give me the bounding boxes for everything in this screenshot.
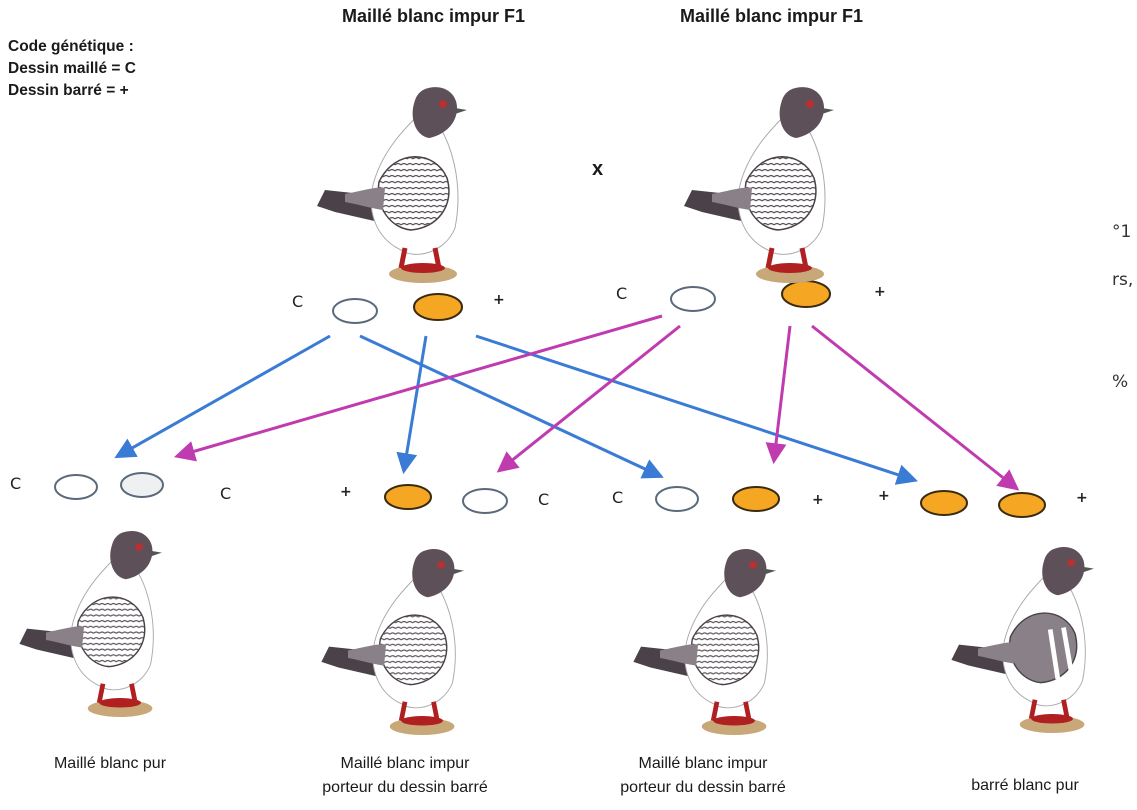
arrows [114,314,1020,491]
parent-gametes [332,280,831,324]
right-parent-pigeon [684,87,834,283]
right-parent-title: Maillé blanc impur F1 [680,6,864,26]
arrow-pink-1 [173,314,663,462]
arrow-pink-4 [811,324,1020,491]
arrow-blue-4 [475,334,918,485]
offspring-1-pigeon [19,531,162,717]
o3-gamete-1 [655,486,699,512]
o2-gamete-2 [462,488,508,514]
offspring-1-caption-line1: Maillé blanc pur [53,755,167,772]
o4-gamete-2 [998,492,1046,518]
right-parent-allele-bar: + [874,284,886,300]
offspring-2-caption-line2: porteur du dessin barré [322,779,488,796]
arrow-blue-3 [359,334,664,479]
o2-gamete-1 [384,484,432,510]
arrow-blue-2 [396,335,428,475]
left-parent-allele-c: C [292,292,304,311]
o4-gamete-1 [920,490,968,516]
cross-symbol: x [592,158,604,180]
offspring-3-caption-line1: Maillé blanc impur [638,755,768,772]
o1-gamete-1 [54,474,98,500]
offspring-1-caption: Maillé blanc pur [10,752,210,776]
left-parent-allele-bar: + [493,292,505,308]
legend-bar-code: Dessin barré = + [8,82,129,99]
cut-off-text-3: % [1112,372,1129,392]
cut-off-text-1: °1 [1112,222,1132,242]
cut-off-text-2: rs, [1112,270,1134,290]
left-gamete-white [332,298,378,324]
offspring-3-caption-line2: porteur du dessin barré [620,779,786,796]
offspring-2-pigeon [321,549,464,735]
offspring-4-pigeon [951,547,1094,733]
legend-heading: Code génétique : [8,38,134,55]
o1-gamete-2 [120,472,164,498]
genetic-code-legend: Code génétique : Dessin maillé = C Dessi… [8,36,136,102]
offspring-3-caption: Maillé blanc impur porteur du dessin bar… [588,752,818,800]
offspring-4-caption-line1: barré blanc pur [971,777,1079,794]
legend-checker-code: Dessin maillé = C [8,60,136,77]
offspring-3-allele-b: + [812,492,824,508]
o3-gamete-2 [732,486,780,512]
offspring-3-allele-a: C [612,488,624,507]
left-parent-title: Maillé blanc impur F1 [342,6,526,26]
offspring-2-allele-a: + [340,484,352,500]
offspring-4-allele-a: + [878,488,890,504]
right-gamete-orange [781,280,831,308]
offspring-2-caption: Maillé blanc impur porteur du dessin bar… [290,752,520,800]
offspring-1-allele-a: C [10,474,22,493]
right-gamete-white [670,286,716,312]
left-parent-pigeon [317,87,467,283]
offspring-2-allele-b: C [538,490,550,509]
offspring-2-caption-line1: Maillé blanc impur [340,755,470,772]
arrow-blue-1 [114,334,331,459]
arrow-pink-3 [765,325,792,465]
offspring-4-caption: barré blanc pur [940,774,1110,798]
offspring-1-allele-b: C [220,484,232,503]
offspring-4-allele-b: + [1076,490,1088,506]
right-parent-allele-c: C [616,284,628,303]
offspring-gametes [54,472,1046,518]
left-gamete-orange [413,293,463,321]
arrow-pink-2 [496,324,681,473]
offspring-3-pigeon [633,549,776,735]
